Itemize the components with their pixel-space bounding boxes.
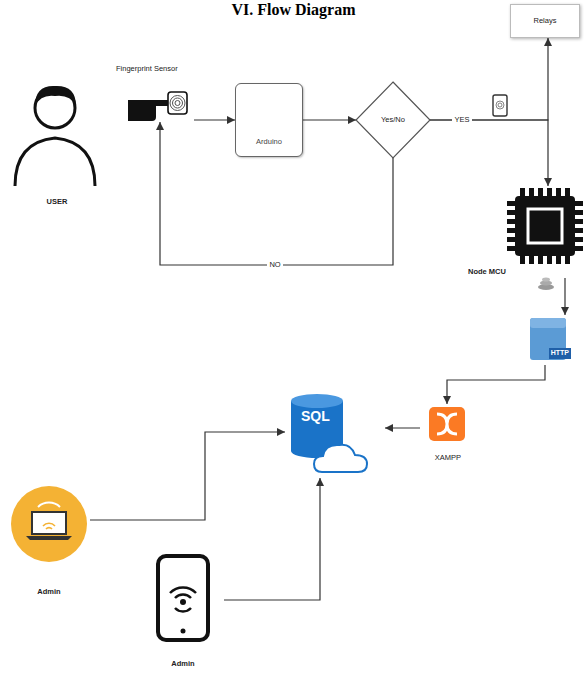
http-icon-graphic-part: [530, 318, 566, 328]
phone-fingerprint-icon-part: [493, 95, 507, 116]
database-icon: [291, 394, 367, 472]
phone-fingerprint-icon: [493, 95, 507, 116]
xampp-server: XAMPP: [420, 404, 476, 462]
admin-laptop: Admin: [8, 484, 90, 598]
xampp-logo: [429, 407, 465, 441]
admin-phone: Admin: [142, 550, 224, 670]
arduino-board: Arduino: [235, 83, 303, 157]
node-label: Admin: [37, 587, 60, 596]
laptop-icon-part: [32, 512, 66, 534]
user-icon: [15, 86, 95, 186]
flow-connector: [447, 365, 545, 404]
chip-icon: [511, 192, 579, 260]
phone-fingerprint-icon-part: [498, 103, 502, 107]
http-icon: HTTP: [527, 315, 573, 365]
fingerprint-hand-icon-part: [173, 98, 183, 108]
phone-icon-part: [181, 629, 186, 634]
xampp-logo-part: [429, 407, 465, 441]
chip-icon-part: [507, 201, 515, 252]
fingerprint-hand-icon-part: [170, 96, 185, 111]
user-icon-part: [15, 138, 95, 186]
flow-connector: [90, 432, 285, 520]
sql-database: SQL: [285, 393, 385, 478]
fingerprint-hand-icon-part: [168, 92, 187, 114]
database-icon-part: [291, 394, 343, 408]
fingerprint-hand-icon: [128, 92, 187, 121]
wireless-icon-part: [542, 278, 550, 282]
chip-icon-part: [515, 196, 575, 256]
node-label: Admin: [171, 659, 194, 668]
flow-connector: [194, 119, 235, 120]
phone-icon-part: [180, 599, 186, 605]
xampp-logo-part: [437, 414, 457, 434]
diagram-title: VI. Flow Diagram: [0, 0, 587, 19]
flow-connector: [385, 427, 420, 428]
laptop-icon: [11, 486, 87, 562]
phone-icon-part: [158, 556, 208, 640]
node-label: HTTP: [549, 348, 571, 359]
chip-icon-part: [520, 188, 571, 196]
node-label: SQL: [301, 408, 330, 426]
chip-icon-part: [575, 201, 583, 252]
fingerprint-hand-icon-part: [175, 101, 180, 106]
flow-connector: [430, 38, 548, 120]
edge-label: NO: [267, 260, 282, 269]
edge-label: YES: [452, 115, 471, 124]
user-icon-part: [35, 86, 76, 106]
node-label: Node MCU: [468, 267, 506, 276]
flow-connector: [564, 278, 565, 315]
phone-fingerprint-icon-part: [496, 101, 504, 109]
diamond-shape: [356, 82, 430, 158]
wireless-icon: [538, 278, 554, 291]
chip-icon-part: [528, 209, 562, 243]
fingerprint-sensor: Fingerprint Sensor: [110, 62, 194, 122]
decision-diamond: Yes/No: [356, 82, 430, 158]
phone-icon-part: [175, 608, 191, 611]
chip-icon-part: [520, 256, 571, 264]
database-icon-part: [314, 445, 367, 472]
flow-connector: [160, 122, 393, 265]
phone-icon: [158, 556, 208, 640]
relay-box: Relays: [510, 4, 580, 38]
flow-connector: [303, 119, 356, 120]
laptop-icon-part: [11, 486, 87, 562]
node-label: Arduino: [256, 137, 282, 146]
node-label: Yes/No: [381, 115, 405, 124]
flow-connector: [430, 120, 548, 186]
node-label: USER: [47, 197, 68, 206]
flow-connector: [224, 478, 320, 600]
user-figure: USER: [8, 78, 106, 208]
laptop-icon-part: [43, 523, 55, 529]
node-label: XAMPP: [435, 453, 461, 462]
laptop-icon-part: [26, 536, 72, 540]
nodemcu-chip: Node MCU: [462, 186, 582, 278]
node-label: Fingerprint Sensor: [116, 64, 178, 73]
node-label: Relays: [534, 16, 557, 25]
laptop-icon-part: [38, 503, 60, 507]
phone-icon-part: [170, 587, 196, 598]
